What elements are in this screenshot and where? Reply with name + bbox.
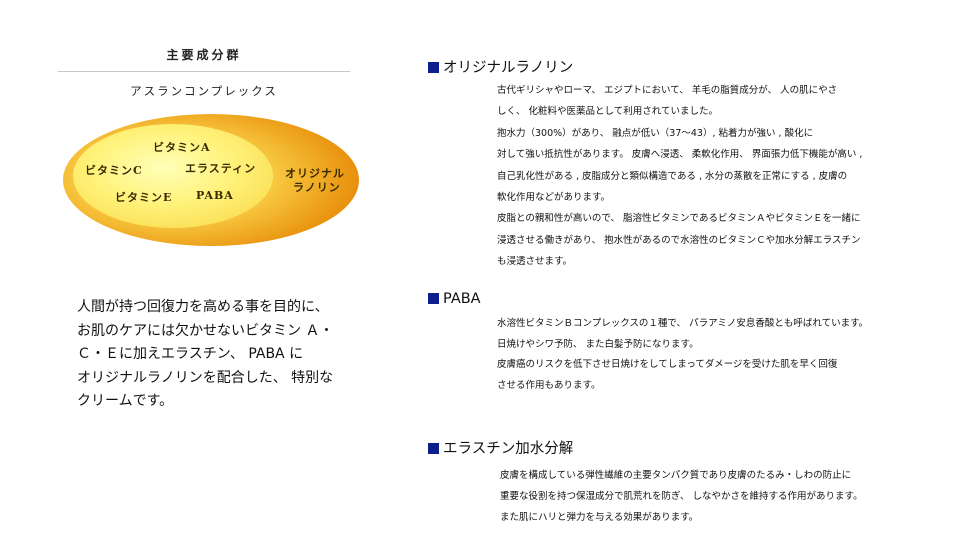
body-line: 古代ギリシャやローマ、 エジプトにおいて、 羊毛の脂質成分が、 人の肌にやさ bbox=[497, 85, 838, 96]
body-line: 浸透させる働きがあり、 抱水性があるので水溶性のビタミンＣや加水分解エラスチン bbox=[497, 234, 861, 246]
body-line: しく、 化粧料や医薬品として利用されていました。 bbox=[497, 106, 718, 118]
body-line: 自己乳化性がある , 皮脂成分と類似構造である , 水分の蒸散を正常にする , … bbox=[497, 170, 848, 182]
square-bullet-icon bbox=[428, 443, 439, 454]
ingredient-vitamin-e: ビタミンE bbox=[115, 191, 173, 204]
title-divider bbox=[58, 71, 350, 72]
body-line: 重要な役割を持つ保湿成分で肌荒れを防ぎ、 しなやかさを維持する作用があります。 bbox=[500, 491, 863, 502]
body-line: 抱水力（300%）があり、 融点が低い（37～43）, 粘着力が強い , 酸化に bbox=[497, 127, 814, 139]
body-line: 軟化作用などがあります。 bbox=[497, 192, 611, 204]
square-bullet-icon bbox=[428, 293, 439, 304]
body-line: させる作用もあります。 bbox=[497, 379, 601, 391]
section-heading-paba: PABA bbox=[428, 291, 481, 307]
intro-line: クリームです。 bbox=[77, 393, 174, 409]
ingredient-lanolin-line1: オリジナル bbox=[285, 167, 345, 180]
body-line: 皮脂との親和性が高いので、 脂溶性ビタミンであるビタミンＡやビタミンＥを一緒に bbox=[497, 213, 861, 225]
body-line: 対して強い抵抗性があります。 皮膚へ浸透、 柔軟化作用、 界面張力低下機能が高い… bbox=[497, 149, 863, 161]
ingredient-lanolin-line2: ラノリン bbox=[293, 181, 341, 194]
section-body-lanolin: 古代ギリシャやローマ、 エジプトにおいて、 羊毛の脂質成分が、 人の肌にやさ し… bbox=[497, 80, 862, 273]
body-line: 日焼けやシワ予防、 また白髪予防になります。 bbox=[497, 338, 699, 350]
intro-line: 人間が持つ回復力を高める事を目的に、 bbox=[77, 299, 329, 315]
ingredient-vitamin-a: ビタミンA bbox=[153, 141, 211, 154]
section-body-elastin: 皮膚を構成している弾性繊維の主要タンパク質であり皮膚のたるみ・しわの防止に 重要… bbox=[500, 465, 863, 528]
section-body-paba: 水溶性ビタミンＢコンプレックスの１種で、 パラアミノ安息香酸とも呼ばれています。… bbox=[497, 314, 868, 396]
square-bullet-icon bbox=[428, 62, 439, 73]
intro-line: オリジナルラノリンを配合した、 特別な bbox=[77, 369, 334, 386]
body-line: また肌にハリと弾力を与える効果があります。 bbox=[500, 512, 699, 523]
body-line: も浸透させます。 bbox=[497, 256, 573, 268]
section-heading-lanolin: オリジナルラノリン bbox=[428, 56, 573, 77]
body-line: 皮膚癌のリスクを低下させ日焼けをしてしまってダメージを受けた肌を早く回復 bbox=[497, 359, 838, 370]
body-line: 水溶性ビタミンＢコンプレックスの１種で、 パラアミノ安息香酸とも呼ばれています。 bbox=[497, 318, 869, 329]
intro-line: Ｃ・Ｅに加えエラスチン、 PABA に bbox=[77, 346, 304, 362]
ingredients-group-title: 主要成分群 bbox=[166, 48, 242, 62]
intro-line: お肌のケアには欠かせないビタミン Ａ・ bbox=[77, 322, 334, 339]
complex-name: アスランコンプレックス bbox=[130, 84, 278, 98]
ingredient-vitamin-c: ビタミンC bbox=[85, 164, 143, 177]
intro-paragraph: 人間が持つ回復力を高める事を目的に、 お肌のケアには欠かせないビタミン Ａ・ Ｃ… bbox=[77, 296, 377, 414]
section-title: エラスチン加水分解 bbox=[443, 441, 574, 457]
ingredients-diagram: ビタミンA ビタミンC エラスティン ビタミンE PABA オリジナル ラノリン bbox=[55, 108, 375, 253]
ingredient-elastin: エラスティン bbox=[185, 162, 257, 175]
ingredients-ellipse-graphic bbox=[63, 114, 359, 246]
section-heading-elastin: エラスチン加水分解 bbox=[428, 437, 573, 458]
inner-ellipse bbox=[73, 124, 273, 228]
body-line: 皮膚を構成している弾性繊維の主要タンパク質であり皮膚のたるみ・しわの防止に bbox=[500, 470, 852, 481]
ingredient-paba: PABA bbox=[196, 189, 234, 202]
section-title: PABA bbox=[443, 291, 481, 307]
section-title: オリジナルラノリン bbox=[443, 60, 574, 76]
